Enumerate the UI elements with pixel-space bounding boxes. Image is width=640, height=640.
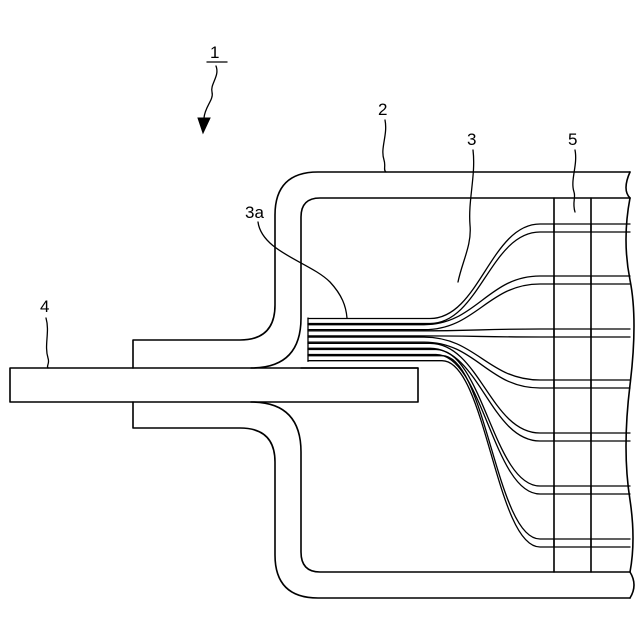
lead-bar [10,368,418,402]
reference-label-3a: 3a [245,203,264,222]
stack-break-line [626,198,634,572]
reference-label-3: 3 [467,130,476,149]
reference-label-5: 5 [568,130,577,149]
reference-1-arrow-head [198,118,210,133]
electrode-tabs [308,224,630,547]
case-outline [133,172,634,598]
case-upper-outer-edge [133,172,630,368]
electrode-stack [554,198,634,572]
electrode-tab-plate-edge [308,348,630,441]
leader-line-4 [46,318,49,368]
electrode-tab-plate-edge [308,350,630,487]
case-lower-outer-edge [133,402,630,598]
electrode-tab-plate-edge [308,355,630,495]
reference-label-2: 2 [378,100,387,119]
case-break-line-bottom [630,572,634,598]
reference-1-group: 1 [198,43,227,133]
leader-line-2 [383,120,386,172]
reference-label-4: 4 [40,297,49,316]
electrode-tab-plate-edge [308,284,630,330]
leader-line-5 [573,150,576,212]
leader-line-3 [458,150,474,282]
case-break-line-top [626,172,630,198]
leader-line-3a [258,222,347,318]
reference-1-arrow-shaft [204,66,217,118]
electrode-tab-plate-edge [308,224,630,319]
reference-label-1: 1 [210,43,219,62]
electrode-tab-plate-edge [308,356,630,539]
